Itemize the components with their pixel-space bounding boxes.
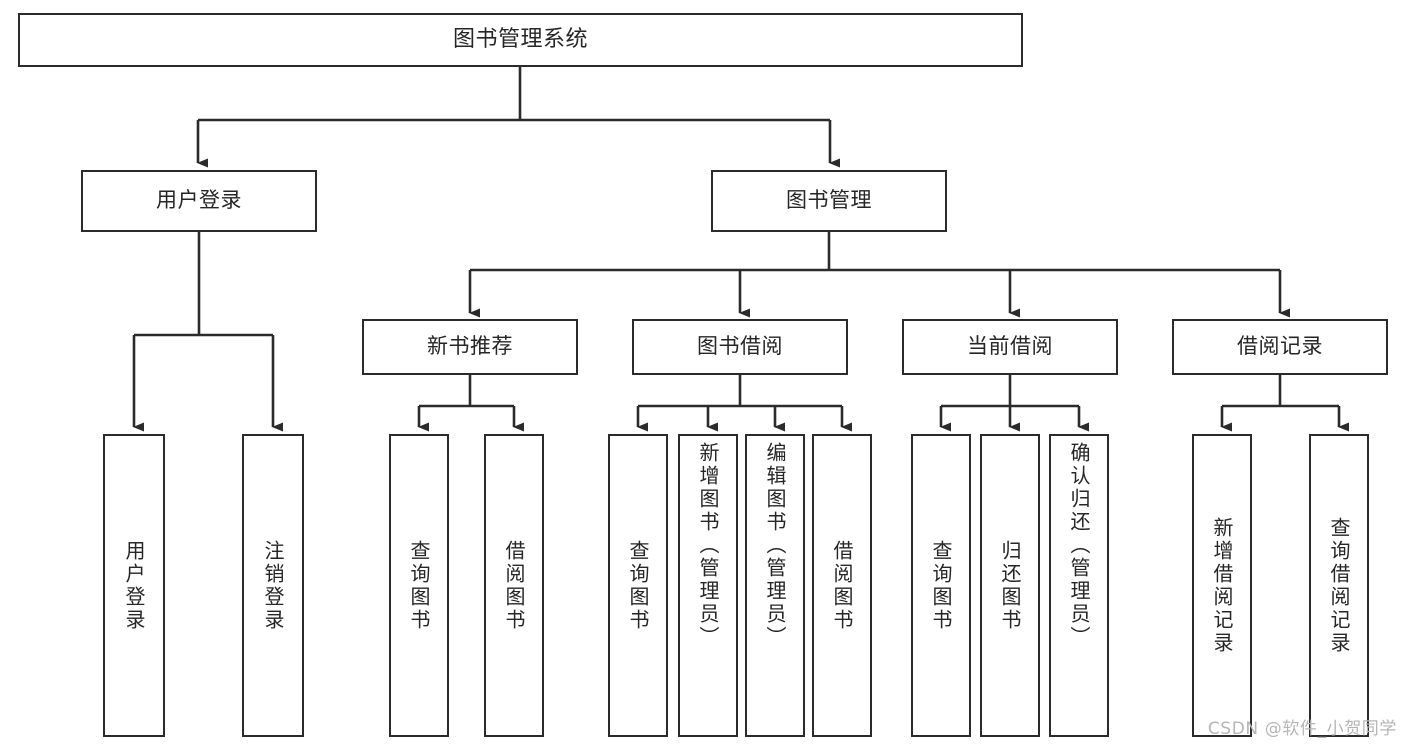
node-leaf-borrow-book-1-label: 借阅图书: [502, 539, 526, 632]
node-leaf-borrow-book-1[interactable]: 借阅图书: [484, 434, 544, 737]
node-leaf-query-book-3-label: 查询图书: [929, 539, 953, 632]
node-root-label: 图书管理系统: [452, 26, 588, 52]
node-new-book-recommend[interactable]: 新书推荐: [362, 319, 578, 375]
node-leaf-logout-login-label: 注销登录: [261, 539, 285, 632]
node-leaf-add-book[interactable]: 新增图书（管理员）: [678, 434, 738, 737]
node-user-login-label: 用户登录: [156, 188, 242, 213]
node-leaf-confirm-return[interactable]: 确认归还（管理员）: [1049, 434, 1109, 737]
node-current-borrow-label: 当前借阅: [967, 334, 1053, 359]
node-borrow-record-label: 借阅记录: [1237, 334, 1323, 359]
node-leaf-query-book-2[interactable]: 查询图书: [608, 434, 668, 737]
node-book-borrow-label: 图书借阅: [697, 334, 783, 359]
node-book-borrow[interactable]: 图书借阅: [632, 319, 848, 375]
node-leaf-logout-login[interactable]: 注销登录: [242, 434, 304, 737]
node-leaf-query-record[interactable]: 查询借阅记录: [1309, 434, 1369, 737]
node-root-book-management-system[interactable]: 图书管理系统: [18, 13, 1023, 67]
node-leaf-query-book-1[interactable]: 查询图书: [389, 434, 449, 737]
node-current-borrow[interactable]: 当前借阅: [902, 319, 1118, 375]
node-borrow-record[interactable]: 借阅记录: [1172, 319, 1388, 375]
node-leaf-add-record[interactable]: 新增借阅记录: [1192, 434, 1252, 737]
node-leaf-edit-book-label: 编辑图书（管理员）: [763, 442, 787, 649]
node-leaf-return-book[interactable]: 归还图书: [980, 434, 1040, 737]
node-leaf-query-book-1-label: 查询图书: [407, 539, 431, 632]
node-new-book-recommend-label: 新书推荐: [427, 334, 513, 359]
node-leaf-user-login-label: 用户登录: [122, 539, 146, 632]
node-leaf-borrow-book-2-label: 借阅图书: [830, 539, 854, 632]
node-leaf-query-record-label: 查询借阅记录: [1327, 516, 1351, 655]
node-leaf-add-book-label: 新增图书（管理员）: [696, 442, 720, 649]
node-leaf-query-book-2-label: 查询图书: [626, 539, 650, 632]
node-leaf-user-login[interactable]: 用户登录: [103, 434, 165, 737]
csdn-watermark: CSDN @软件_小贺同学: [1207, 719, 1397, 739]
node-leaf-query-book-3[interactable]: 查询图书: [911, 434, 971, 737]
node-leaf-borrow-book-2[interactable]: 借阅图书: [812, 434, 872, 737]
node-leaf-return-book-label: 归还图书: [998, 539, 1022, 632]
node-leaf-confirm-return-label: 确认归还（管理员）: [1067, 442, 1091, 649]
node-book-management[interactable]: 图书管理: [711, 170, 947, 232]
node-user-login[interactable]: 用户登录: [81, 170, 317, 232]
node-leaf-edit-book[interactable]: 编辑图书（管理员）: [745, 434, 805, 737]
node-leaf-add-record-label: 新增借阅记录: [1210, 516, 1234, 655]
node-book-management-label: 图书管理: [786, 188, 872, 213]
